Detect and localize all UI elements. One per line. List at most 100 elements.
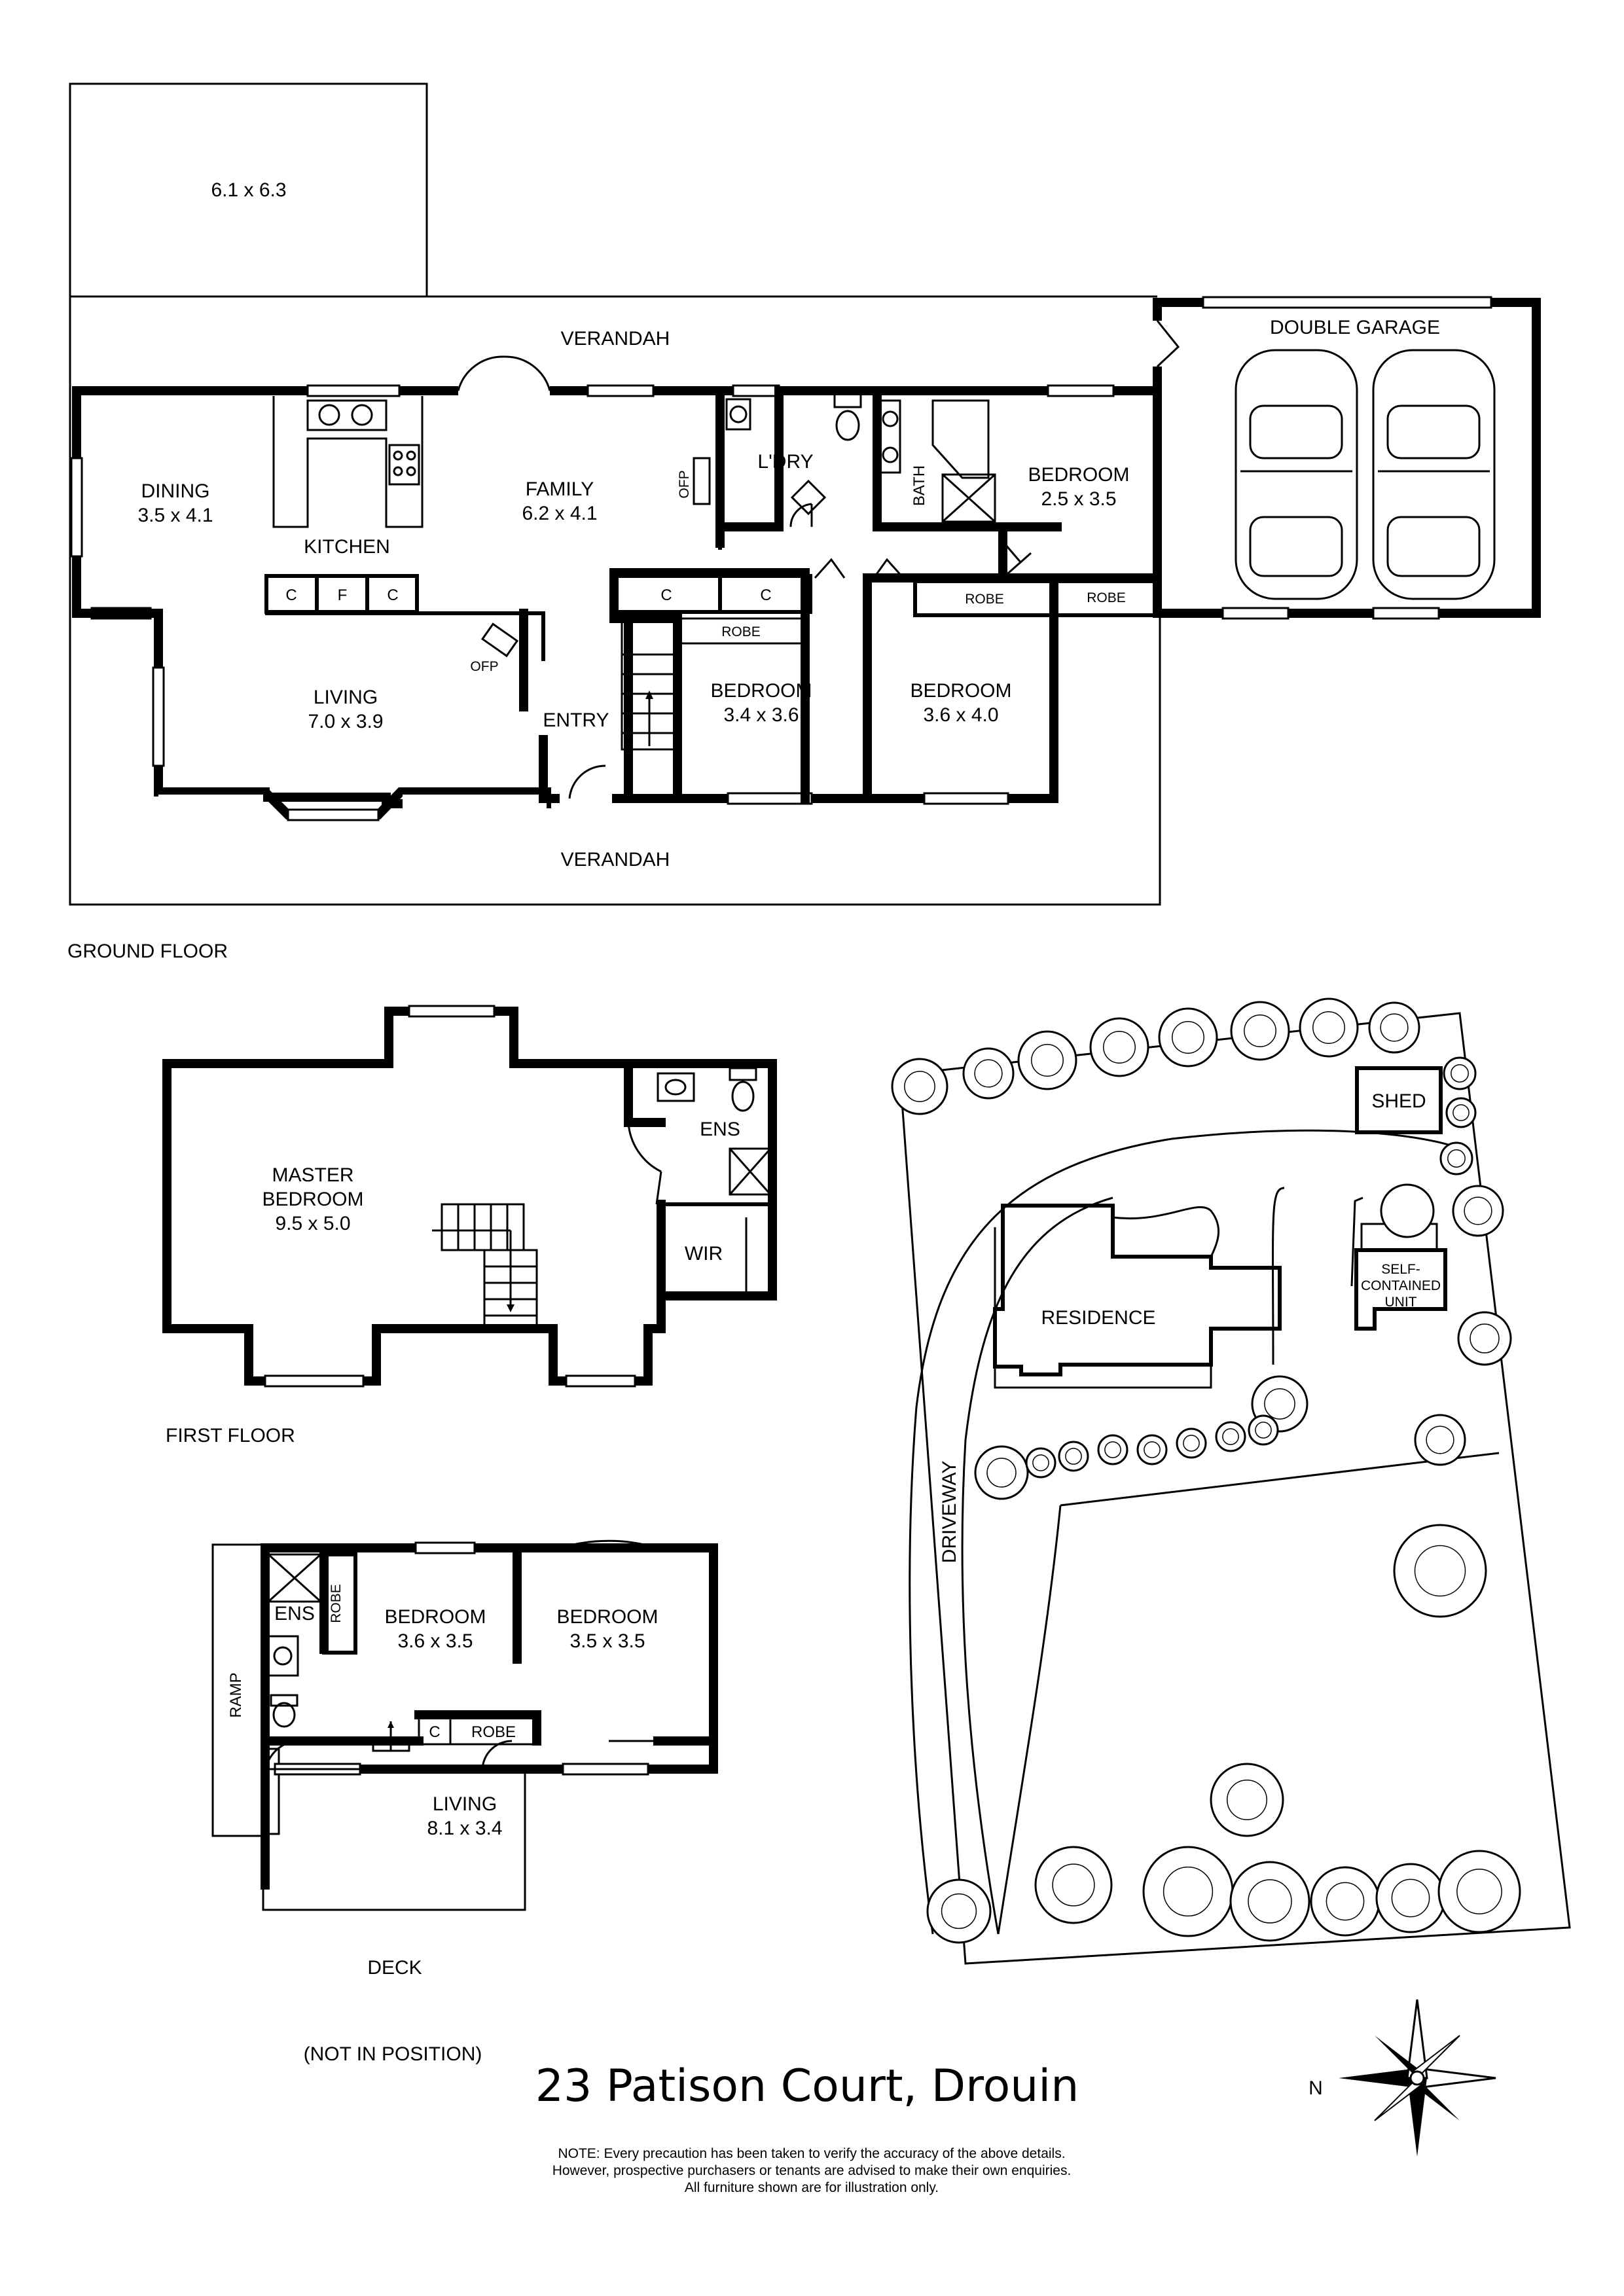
kitchen-cupboards: C F C — [264, 574, 419, 614]
unit-living-label: LIVING — [433, 1793, 497, 1815]
svg-text:OFP: OFP — [470, 659, 498, 674]
living-label: LIVING — [314, 687, 378, 708]
disclaimer-line-1: NOTE: Every precaution has been taken to… — [558, 2146, 1065, 2161]
tree-canopy — [1158, 1007, 1218, 1067]
tree-canopy — [1142, 1846, 1234, 1937]
robes-east: ROBE ROBE — [913, 579, 1159, 617]
tree-canopy-inner — [1227, 1780, 1267, 1820]
bedroom-east-label: BEDROOM — [910, 680, 1011, 702]
tree-canopy-inner — [1326, 1882, 1365, 1921]
tree-canopy-inner — [1183, 1435, 1200, 1452]
outbuilding-size: 6.1 x 6.3 — [211, 179, 286, 201]
svg-text:F: F — [338, 586, 348, 604]
tree-canopy-inner — [1144, 1441, 1161, 1458]
window — [727, 792, 813, 805]
tree-canopy — [1439, 1141, 1473, 1175]
dining-size: 3.5 x 4.1 — [137, 505, 213, 526]
window — [923, 792, 1009, 805]
verandah-bottom-label: VERANDAH — [561, 849, 670, 870]
trees — [891, 997, 1521, 1944]
tree-canopy — [1058, 1441, 1089, 1472]
disclaimer-line-3: All furniture shown are for illustration… — [685, 2180, 939, 2195]
ground-floor-plan: 6.1 x 6.3 VERANDAH VERANDAH — [67, 82, 1541, 962]
first-floor-title: FIRST FLOOR — [166, 1425, 295, 1446]
tree-canopy-inner — [1244, 1014, 1276, 1047]
tree-canopy — [1414, 1414, 1466, 1466]
tree-canopy-inner — [904, 1071, 935, 1102]
window — [1047, 384, 1115, 397]
tree-canopy-inner — [1172, 1021, 1204, 1054]
master-label-1: MASTER — [272, 1164, 353, 1186]
tree-canopy — [1310, 1866, 1380, 1937]
window — [152, 666, 165, 767]
tree-canopy — [1375, 1863, 1446, 1933]
svg-text:OFP: OFP — [677, 470, 692, 498]
tree-canopy-inner — [1104, 1441, 1121, 1458]
window — [70, 457, 83, 558]
family-size: 6.2 x 4.1 — [522, 503, 597, 524]
unit-deck-label: DECK — [367, 1957, 422, 1979]
entry-label: ENTRY — [543, 709, 609, 731]
first-floor-plan: MASTER BEDROOM 9.5 x 5.0 ENS WIR FIRST F… — [162, 1005, 777, 1446]
bedroom-ne-label: BEDROOM — [1028, 464, 1129, 486]
car-left — [1235, 349, 1358, 600]
tree-canopy — [1210, 1763, 1284, 1837]
ground-floor-title: GROUND FLOOR — [67, 941, 228, 962]
tree-canopy-inner — [1264, 1388, 1295, 1420]
window — [287, 808, 380, 821]
tree-canopy-inner — [1222, 1428, 1239, 1445]
shed-label: SHED — [1371, 1090, 1426, 1112]
tree-canopy — [1457, 1311, 1512, 1366]
master-label-2: BEDROOM — [262, 1189, 363, 1210]
tree-canopy-inner — [1163, 1866, 1214, 1917]
tree-canopy — [1176, 1427, 1207, 1459]
window — [1202, 296, 1492, 309]
kitchen-bench — [272, 396, 424, 528]
tree-canopy — [962, 1047, 1015, 1100]
svg-text:C: C — [760, 586, 771, 604]
laundry-label: L'DRY — [757, 451, 813, 473]
shed-building — [1355, 1066, 1443, 1134]
tree-canopy — [1034, 1846, 1113, 1924]
unit-living-size: 8.1 x 3.4 — [427, 1818, 502, 1839]
window — [1221, 607, 1290, 620]
unit-not-in-position: (NOT IN POSITION) — [304, 2043, 482, 2065]
verandah-top-label: VERANDAH — [561, 328, 670, 350]
tree-canopy-inner — [1464, 1196, 1492, 1225]
tree-canopy — [1017, 1030, 1077, 1090]
tree-canopy-inner — [1065, 1448, 1082, 1465]
svg-text:ROBE: ROBE — [471, 1723, 516, 1741]
tree-canopy-inner — [1451, 1064, 1469, 1083]
wir-label: WIR — [685, 1243, 723, 1265]
unit-plan: C ROBE ROBE RAMP ENS BEDROOM 3.6 x 3.5 B… — [211, 1539, 718, 2065]
tree-canopy-inner — [986, 1458, 1017, 1488]
stairs-first — [432, 1203, 538, 1327]
window — [586, 384, 655, 397]
tree-canopy — [1445, 1097, 1477, 1128]
svg-text:C: C — [387, 586, 398, 604]
tree-canopy-inner — [1447, 1149, 1466, 1168]
verandah-outline — [69, 295, 1161, 906]
tree-canopy-inner — [1426, 1426, 1454, 1454]
svg-text:ROBE: ROBE — [329, 1584, 344, 1623]
tree-canopy — [926, 1878, 992, 1944]
stairs-ground — [621, 617, 679, 751]
ens-label: ENS — [700, 1119, 740, 1140]
tree-canopy-inner — [941, 1893, 977, 1929]
tree-canopy — [1368, 1001, 1420, 1054]
tree-canopy-inner — [1103, 1031, 1136, 1064]
driveway-label: DRIVEWAY — [939, 1461, 960, 1564]
tree-canopy — [1229, 1861, 1310, 1942]
unit-bedroom-1-size: 3.6 x 3.5 — [397, 1630, 473, 1652]
disclaimer-line-2: However, prospective purchasers or tenan… — [552, 2163, 1072, 2178]
svg-text:UNIT: UNIT — [1385, 1295, 1417, 1310]
tree-canopy-inner — [1470, 1323, 1500, 1354]
svg-text:C: C — [429, 1723, 440, 1741]
window — [306, 384, 401, 397]
tree-canopy-inner — [1380, 1013, 1409, 1042]
tree-canopy-inner — [1456, 1869, 1502, 1914]
tree-canopy-inner — [1031, 1044, 1064, 1077]
svg-text:ROBE: ROBE — [965, 592, 1004, 607]
tree-canopy-inner — [1453, 1104, 1470, 1121]
